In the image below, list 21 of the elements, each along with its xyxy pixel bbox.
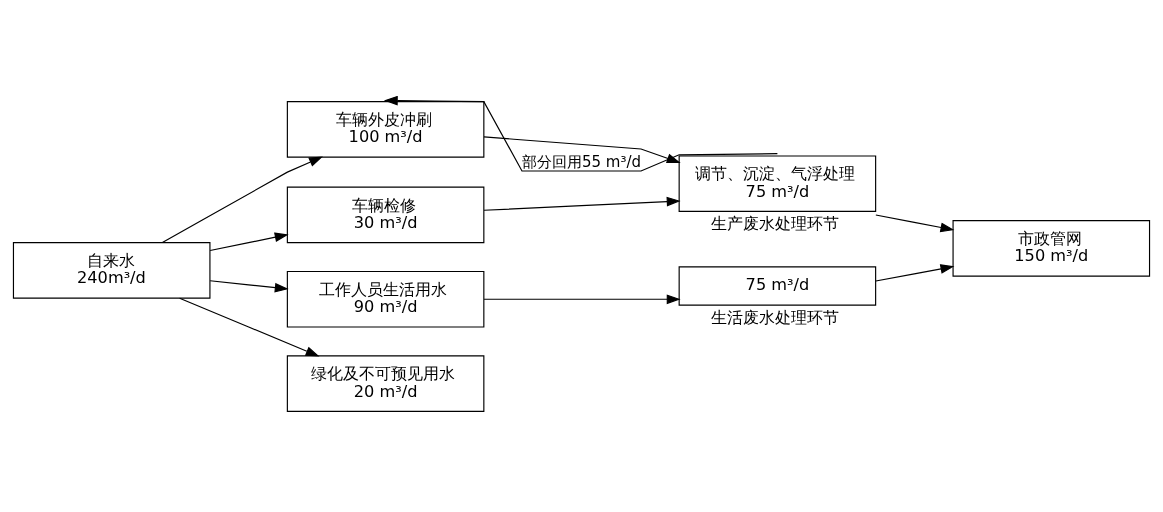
edge-label: 部分回用55 m³/d	[521, 152, 642, 171]
arrow	[179, 297, 320, 357]
node-box: 调节、沉淀、气浮处理 75 m³/d	[678, 155, 877, 212]
arrow	[209, 280, 289, 293]
arrow	[483, 294, 681, 305]
node-box: 车辆检修 30 m³/d	[286, 186, 485, 244]
arrow	[483, 136, 681, 163]
node-box: 工作人员生活用水 90 m³/d	[286, 270, 485, 328]
arrow	[875, 264, 955, 282]
node-label: 生活废水处理环节	[710, 307, 839, 327]
arrow	[483, 196, 681, 211]
node-box: 绿化及不可预见用水 20 m³/d	[286, 355, 485, 412]
node-label: 生产废水处理环节	[710, 214, 839, 233]
arrow	[875, 214, 955, 233]
node-box: 75 m³/d	[678, 266, 877, 306]
arrow	[161, 156, 323, 244]
node-box: 车辆外皮冲刷 100 m³/d	[286, 101, 485, 158]
arrow	[383, 96, 778, 172]
arrow	[209, 232, 289, 252]
node-box: 自来水 240m³/d	[12, 242, 211, 299]
node-box: 市政管网 150 m³/d	[952, 220, 1151, 277]
